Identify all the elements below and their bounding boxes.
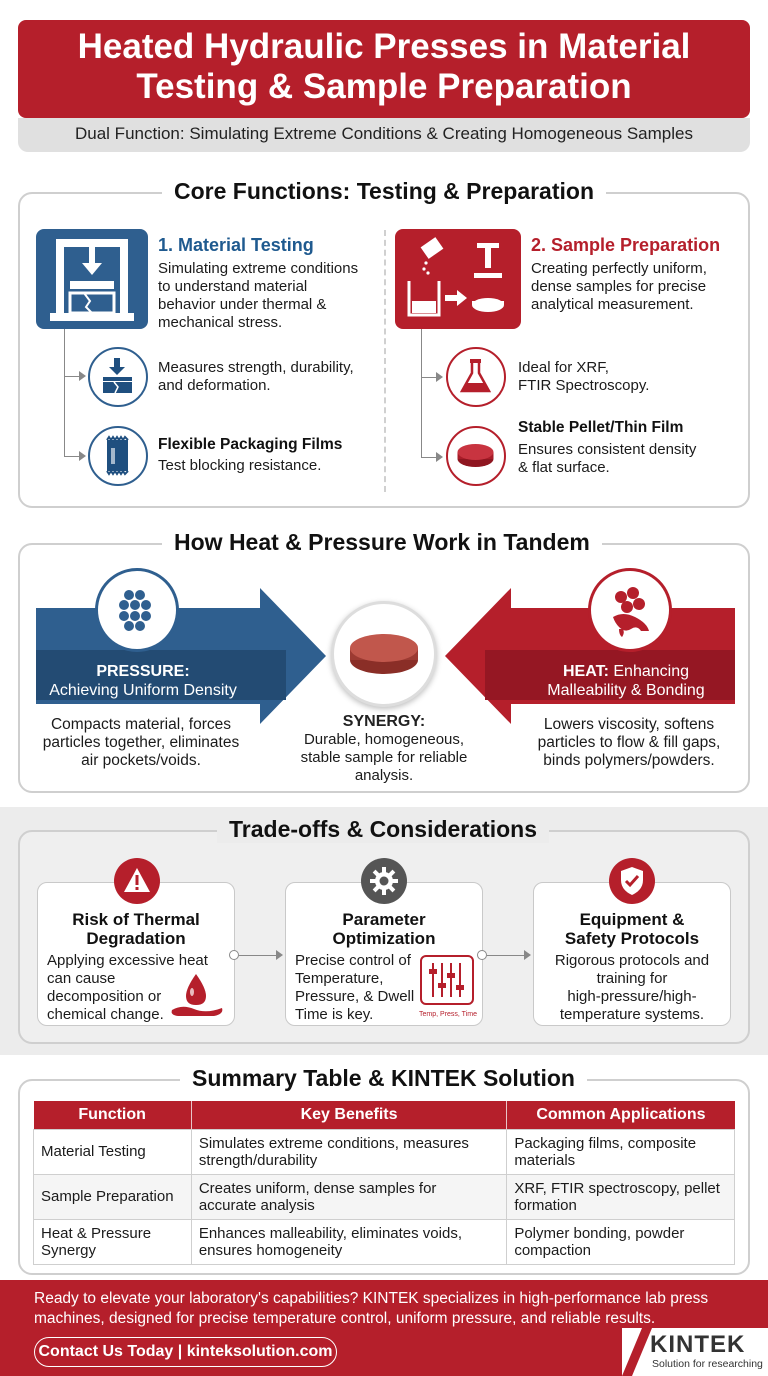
subtitle-bar: [18, 118, 750, 152]
material-testing-sub1: Measures strength, durability,and deform…: [158, 359, 354, 394]
shield-check-icon: [609, 858, 655, 904]
film-roll-icon: [88, 426, 148, 486]
safety-protocols-card: [533, 882, 731, 1026]
page-title: Heated Hydraulic Presses in Material Tes…: [18, 27, 750, 107]
sample-prep-sub1: Ideal for XRF,FTIR Spectroscopy.: [518, 359, 650, 394]
tree-connector: [64, 329, 65, 456]
title-line-1: Heated Hydraulic Presses in Material: [77, 27, 691, 66]
logo-stripe: [622, 1328, 652, 1376]
heat-label: HEAT: Enhancing Malleability & Bonding: [547, 663, 705, 699]
tree-connector: [421, 329, 422, 457]
table-header: Common Applications: [506, 1101, 735, 1129]
table-header-row: Function Key Benefits Common Application…: [33, 1101, 735, 1129]
divider: [384, 230, 386, 492]
header-banner: [18, 20, 750, 118]
pressure-arrow: [36, 588, 326, 724]
logo-tagline: Solution for researching: [652, 1358, 763, 1370]
table-cell: Sample Preparation: [33, 1173, 192, 1220]
footer-text: Ready to elevate your laboratory's capab…: [34, 1290, 709, 1327]
table-cell: Material Testing: [33, 1128, 192, 1175]
gear-icon: [361, 858, 407, 904]
card-title: Equipment &Safety Protocols: [564, 910, 700, 948]
subtitle: Dual Function: Simulating Extreme Condit…: [75, 124, 693, 143]
table-row: Material Testing Simulates extreme condi…: [33, 1128, 735, 1175]
sliders-icon: [420, 955, 474, 1005]
parameter-optimization-card: [285, 882, 483, 1026]
stable-pellet-desc: Ensures consistent density& flat surface…: [518, 441, 697, 476]
tandem-title: How Heat & Pressure Work in Tandem: [162, 529, 602, 556]
pressure-label: PRESSURE: Achieving Uniform Density: [49, 663, 237, 699]
drop-icon: [171, 974, 223, 1016]
table-header: Function: [33, 1101, 192, 1129]
crack-icon: [88, 347, 148, 407]
warning-icon: [114, 858, 160, 904]
core-functions-title: Core Functions: Testing & Preparation: [162, 178, 606, 205]
table-header: Key Benefits: [191, 1101, 508, 1129]
flask-icon: [446, 347, 506, 407]
powder-to-pellet-icon: [395, 229, 521, 329]
synergy-pellet-icon: [331, 601, 437, 707]
summary-table: Function Key Benefits Common Application…: [33, 1101, 735, 1265]
press-icon: [36, 229, 148, 329]
sample-prep-desc: Creating perfectly uniform,dense samples…: [531, 260, 707, 313]
table-cell: Enhances malleability, eliminates voids,…: [190, 1218, 508, 1265]
stable-pellet-title: Stable Pellet/Thin Film: [518, 419, 684, 436]
material-testing-heading: 1. Material Testing: [158, 235, 314, 255]
flexible-films-desc: Test blocking resistance.: [158, 457, 322, 474]
pellet-icon: [446, 426, 506, 486]
heat-melt-icon: [588, 568, 672, 652]
sample-prep-heading: 2. Sample Preparation: [531, 235, 721, 255]
flexible-films-title: Flexible Packaging Films: [158, 436, 343, 453]
particles-icon: [95, 568, 179, 652]
contact-button[interactable]: Contact Us Today | kinteksolution.com: [34, 1337, 337, 1367]
synergy-text: SYNERGY: Durable, homogeneous, stable sa…: [300, 713, 468, 784]
table-row: Sample Preparation Creates uniform, dens…: [33, 1173, 735, 1220]
summary-title: Summary Table & KINTEK Solution: [180, 1065, 587, 1092]
title-line-2: Testing & Sample Preparation: [136, 67, 632, 106]
tradeoffs-title: Trade-offs & Considerations: [217, 816, 549, 843]
kintek-logo: KINTEK: [650, 1331, 746, 1358]
sliders-caption: Temp, Press, Time: [419, 1011, 477, 1018]
